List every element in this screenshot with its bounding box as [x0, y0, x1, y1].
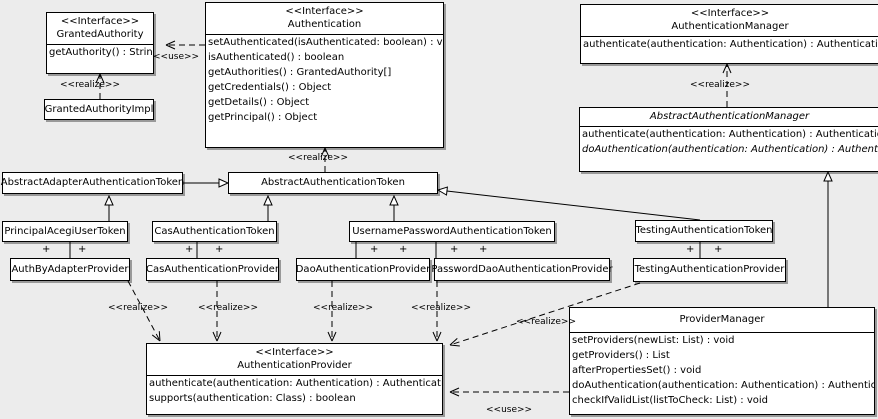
operations-compartment: getAuthority() : String — [47, 45, 153, 61]
operations-compartment: setProviders(newList: List) : void getPr… — [570, 333, 874, 409]
operation-row: setProviders(newList: List) : void — [572, 335, 735, 346]
class-abstract-authentication-token[interactable]: AbstractAuthenticationToken — [228, 172, 438, 194]
class-name: AbstractAdapterAuthenticationToken — [0, 177, 185, 188]
class-name: CasAuthenticationToken — [154, 225, 275, 237]
operation-row: getCredentials() : Object — [208, 82, 332, 93]
operation-row: authenticate(authentication: Authenticat… — [583, 39, 878, 50]
operation-row: getAuthority() : String — [49, 47, 153, 58]
multiplicity-plus: + — [78, 244, 87, 255]
edge-label-realize-cas: <<realize>> — [198, 303, 258, 313]
class-name: AuthenticationProvider — [237, 360, 352, 371]
operation-row: supports(authentication: Class) : boolea… — [149, 393, 356, 404]
class-granted-authority-impl[interactable]: GrantedAuthorityImpl — [44, 99, 154, 120]
class-granted-authority[interactable]: <<Interface>> GrantedAuthority getAuthor… — [46, 12, 154, 74]
compartment-divider — [147, 375, 442, 376]
multiplicity-plus: + — [42, 244, 51, 255]
class-header: <<Interface>> AuthenticationProvider — [147, 344, 442, 375]
multiplicity-plus: + — [215, 244, 224, 255]
operation-row: doAuthentication(authentication: Authent… — [582, 144, 878, 155]
operation-row: authenticate(authentication: Authenticat… — [149, 378, 442, 389]
class-header: AbstractAuthenticationManager — [580, 108, 878, 126]
class-name: UsernamePasswordAuthenticationToken — [352, 225, 552, 237]
class-header: ProviderManager — [570, 308, 874, 329]
class-name: ProviderManager — [679, 314, 765, 325]
class-abstract-adapter-authentication-token[interactable]: AbstractAdapterAuthenticationToken — [0, 172, 185, 194]
class-name: DaoAuthenticationProvider — [295, 263, 431, 275]
multiplicity-plus: + — [185, 244, 194, 255]
class-name: TestingAuthenticationProvider — [634, 264, 785, 275]
class-name: GrantedAuthorityImpl — [44, 103, 154, 115]
compartment-divider — [580, 126, 878, 127]
class-testing-authentication-token[interactable]: TestingAuthenticationToken — [635, 220, 773, 242]
class-name: CasAuthenticationProvider — [146, 263, 279, 275]
class-auth-by-adapter-provider[interactable]: AuthByAdapterProvider — [10, 258, 130, 281]
class-principal-acegi-user-token[interactable]: PrincipalAcegiUserToken — [2, 221, 128, 242]
class-cas-authentication-token[interactable]: CasAuthenticationToken — [152, 221, 277, 242]
class-name: Authentication — [287, 19, 362, 30]
stereotype-label: <<Interface>> — [60, 16, 140, 27]
class-username-password-authentication-token[interactable]: UsernamePasswordAuthenticationToken — [349, 221, 555, 242]
class-name: PrincipalAcegiUserToken — [4, 225, 126, 237]
compartment-divider — [581, 36, 878, 37]
edge-label-use-granted-authority: <<use>> — [153, 52, 200, 62]
operation-row: getDetails() : Object — [208, 97, 310, 108]
operation-row: isAuthenticated() : boolean — [208, 52, 345, 63]
class-name: GrantedAuthority — [56, 29, 144, 40]
operations-compartment: authenticate(authentication: Authenticat… — [581, 37, 878, 53]
class-dao-authentication-provider[interactable]: DaoAuthenticationProvider — [296, 258, 430, 281]
class-authentication-provider[interactable]: <<Interface>> AuthenticationProvider aut… — [146, 343, 443, 415]
class-cas-authentication-provider[interactable]: CasAuthenticationProvider — [146, 258, 279, 281]
operation-row: getPrincipal() : Object — [208, 112, 318, 123]
class-provider-manager[interactable]: ProviderManager setProviders(newList: Li… — [569, 307, 875, 415]
edge-label-realize-dao: <<realize>> — [313, 303, 373, 313]
stereotype-label: <<Interface>> — [285, 6, 364, 17]
compartment-divider — [206, 34, 443, 35]
compartment-divider — [570, 332, 874, 333]
multiplicity-plus: + — [450, 244, 459, 255]
edge-label-realize-auth-by-adapter: <<realize>> — [108, 303, 168, 313]
class-header: <<Interface>> AuthenticationManager — [581, 5, 878, 36]
edge-label-realize-password-dao: <<realize>> — [411, 303, 471, 313]
multiplicity-plus: + — [399, 244, 408, 255]
class-testing-authentication-provider[interactable]: TestingAuthenticationProvider — [633, 258, 786, 282]
edge-label-realize-authentication-manager: <<realize>> — [690, 80, 750, 90]
class-abstract-authentication-manager[interactable]: AbstractAuthenticationManager authentica… — [579, 107, 878, 172]
class-name: AuthenticationManager — [671, 21, 789, 32]
multiplicity-plus: + — [686, 244, 695, 255]
edge-label-use-provider-manager: <<use>> — [486, 405, 533, 415]
stereotype-label: <<Interface>> — [255, 347, 334, 358]
edge-label-realize-granted-authority-impl: <<realize>> — [60, 80, 120, 90]
edge-label-realize-authentication: <<realize>> — [288, 153, 348, 163]
operation-row: getProviders() : List — [572, 350, 670, 361]
operation-row: afterPropertiesSet() : void — [572, 365, 702, 376]
class-header: <<Interface>> Authentication — [206, 3, 443, 34]
operations-compartment: authenticate(authentication: Authenticat… — [147, 376, 442, 407]
operation-row: authenticate(authentication: Authenticat… — [582, 129, 878, 140]
class-authentication-manager[interactable]: <<Interface>> AuthenticationManager auth… — [580, 4, 878, 64]
class-name: AuthByAdapterProvider — [11, 263, 129, 275]
operation-row: setAuthenticated(isAuthenticated: boolea… — [208, 37, 443, 48]
operation-row: getAuthorities() : GrantedAuthority[] — [208, 67, 392, 78]
edge-label-realize-testing: <<realize>> — [516, 317, 576, 327]
stereotype-label: <<Interface>> — [690, 8, 770, 19]
class-name: AbstractAuthenticationManager — [649, 111, 810, 122]
class-name: AbstractAuthenticationToken — [261, 177, 405, 188]
multiplicity-plus: + — [714, 244, 723, 255]
multiplicity-plus: + — [479, 244, 488, 255]
operations-compartment: setAuthenticated(isAuthenticated: boolea… — [206, 35, 443, 126]
class-name: PasswordDaoAuthenticationProvider — [431, 263, 613, 275]
compartment-divider — [47, 44, 153, 45]
operations-compartment: authenticate(authentication: Authenticat… — [580, 127, 878, 158]
class-header: <<Interface>> GrantedAuthority — [47, 13, 153, 44]
multiplicity-plus: + — [370, 244, 379, 255]
class-password-dao-authentication-provider[interactable]: PasswordDaoAuthenticationProvider — [431, 258, 613, 281]
operation-row: checkIfValidList(listToCheck: List) : vo… — [572, 395, 769, 406]
class-name: TestingAuthenticationToken — [635, 225, 773, 236]
operation-row: doAuthentication(authentication: Authent… — [572, 380, 874, 391]
class-authentication[interactable]: <<Interface>> Authentication setAuthenti… — [205, 2, 444, 148]
